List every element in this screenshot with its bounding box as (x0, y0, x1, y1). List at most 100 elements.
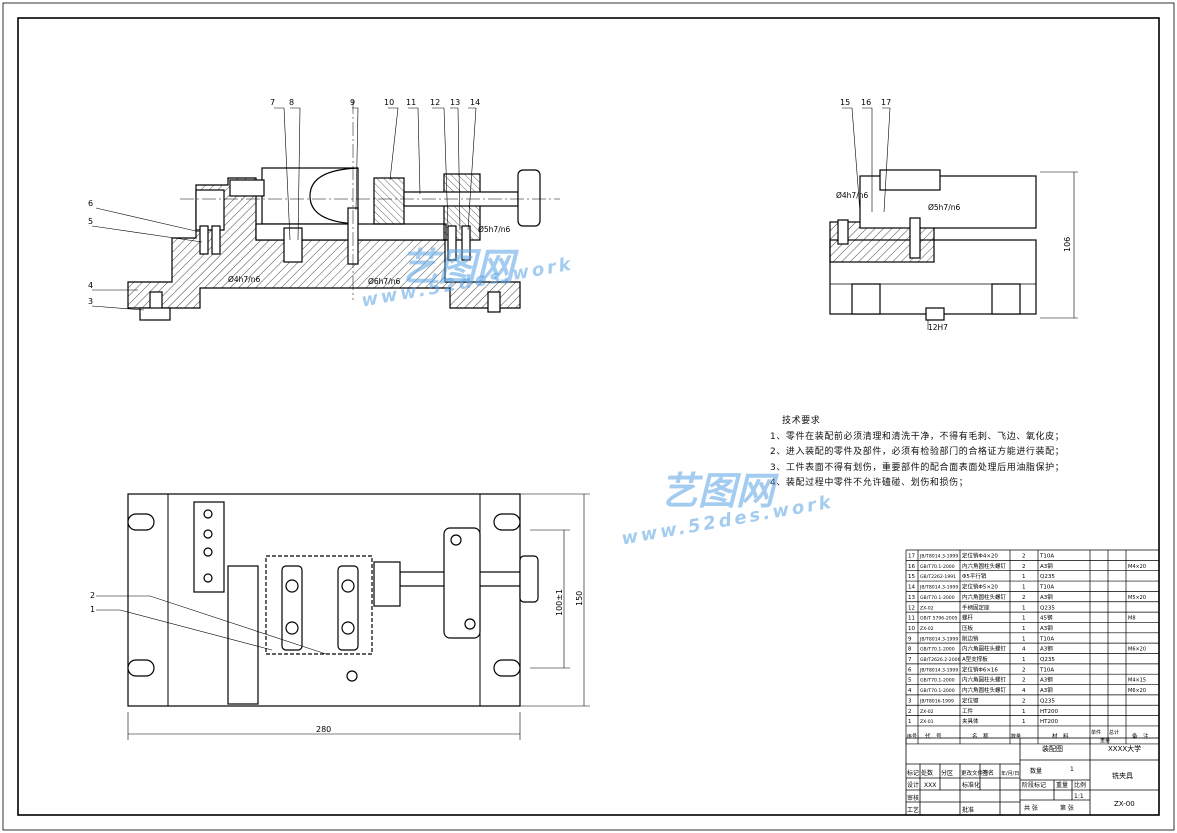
plan-locator (193, 501, 225, 593)
bom-name-1: 夹具体 (962, 717, 979, 725)
bom-qty-1: 1 (1022, 719, 1026, 725)
bom-header-total: 总计 (1109, 729, 1119, 736)
bom-mat-1: HT200 (1040, 719, 1058, 725)
requirement-2: 2、进入装配的零件及部件，必须有检验部门的合格证方能进行装配； (770, 447, 1065, 457)
bom-code-6: JB/T8014.3-1999 (919, 667, 958, 673)
bom-qty-4: 4 (1022, 688, 1026, 694)
bom-no-14: 14 (908, 585, 915, 591)
plan-view (127, 493, 539, 707)
bom-qty-9: 1 (1022, 636, 1026, 642)
bom-code-13: GB/T70.1-2000 (920, 595, 955, 601)
qty-label: 数量 (1030, 767, 1042, 775)
plan-clamp-a (281, 565, 303, 651)
sheet-of: 第 张 (1060, 804, 1074, 812)
bom-name-10: 压板 (962, 624, 974, 632)
scale-value: 1:1 (1074, 793, 1084, 800)
callout-13: 13 (450, 98, 460, 107)
bom-name-3: 定位键 (962, 696, 979, 704)
side-clamp (879, 169, 941, 191)
bom-mat-7: Q235 (1040, 657, 1055, 663)
bom-code-2: ZX-02 (920, 709, 934, 715)
bom-header-code: 代 号 (925, 732, 942, 740)
bom-mat-4: A3钢 (1040, 686, 1053, 694)
locating-pin-6 (199, 225, 209, 255)
bom-code-7: GB/T2626.2-2006 (920, 657, 961, 663)
plan-pad (373, 561, 401, 607)
side-key (925, 307, 945, 321)
clamp-pad (373, 177, 405, 225)
bom-no-5: 5 (908, 678, 912, 684)
count-label: 处数 (921, 769, 933, 777)
callout-12: 12 (430, 98, 440, 107)
plan-slot-tr (493, 513, 521, 531)
stage-label: 阶段标记 (1022, 781, 1046, 789)
bom-name-17: 定位销Φ4×20 (962, 552, 998, 560)
callout-10: 10 (384, 98, 394, 107)
set-screw-top (229, 179, 265, 197)
bom-qty-11: 1 (1022, 616, 1026, 622)
bom-code-4: GB/T70.1-2000 (920, 688, 955, 694)
bom-name-9: 削边销 (962, 634, 979, 642)
fit-side-b: Ø5h7/n6 (928, 203, 960, 212)
bom-qty-10: 1 (1022, 626, 1026, 632)
inner-border (17, 17, 1160, 816)
side-leaders (842, 107, 1078, 330)
bom-name-12: 手柄固定座 (962, 603, 990, 611)
bom-name-11: 螺杆 (962, 614, 974, 622)
callout-5: 5 (88, 217, 93, 226)
bom-code-5: GB/T70.1-2000 (920, 678, 955, 684)
callout-8: 8 (289, 98, 294, 107)
bom-no-10: 10 (908, 626, 915, 632)
front-callouts: 7 8 9 10 11 12 13 14 6 5 4 3 (88, 98, 480, 306)
callout-6: 6 (88, 199, 93, 208)
drawing-number: ZX-00 (1114, 800, 1135, 808)
plan-slot-br (493, 659, 521, 677)
callout-4: 4 (88, 281, 93, 290)
callout-3: 3 (88, 297, 93, 306)
bom-note-4: M6×20 (1128, 688, 1146, 694)
bom-name-14: 定位销Φ5×20 (962, 583, 998, 591)
side-foot-l (851, 283, 881, 315)
date-label: 年/月/日 (1001, 770, 1019, 777)
sign-label: 签名 (982, 769, 994, 777)
bom-code-14: JB/T8014.3-1999 (919, 585, 958, 591)
title-block-text: 装配图 XXXX大学 铣夹具 ZX-00 数量 1 阶段标记 重量 比例 1:1… (907, 744, 1141, 814)
callout-15: 15 (840, 98, 850, 107)
bom-qty-3: 2 (1022, 698, 1026, 704)
bom-code-16: GB/T70.1-2000 (920, 564, 955, 570)
bom-mat-12: Q235 (1040, 605, 1055, 611)
bom-name-16: 内六角圆柱头螺钉 (962, 562, 1007, 570)
bom-mat-9: T10A (1039, 636, 1054, 642)
bom-header-name: 名 称 (972, 732, 989, 740)
plan-knob (519, 555, 539, 603)
handle-knob (517, 169, 541, 227)
screw-8 (283, 227, 303, 263)
bom-name-4: 内六角圆柱头螺钉 (962, 686, 1007, 694)
watermark-brand-2: 艺图网 (660, 469, 775, 513)
bom-header-no: 序号 (907, 733, 917, 740)
bom-qty-6: 2 (1022, 667, 1026, 673)
side-foot-r (991, 283, 1021, 315)
bom-qty-17: 2 (1022, 554, 1026, 560)
bom-header-unit: 单件 (1091, 729, 1101, 736)
bom-code-8: GB/T70.1-2000 (920, 647, 955, 653)
bom-header-qty: 数量 (1011, 733, 1021, 740)
bom-name-8: 内六角圆柱头螺钉 (962, 645, 1007, 653)
plan-support (227, 565, 259, 705)
bom-mat-6: T10A (1039, 667, 1054, 673)
fit-side-a: Ø4h7/n6 (836, 191, 868, 200)
bom-no-7: 7 (908, 657, 912, 663)
plan-clamp-b (337, 565, 359, 651)
design-name: XXX (924, 782, 936, 789)
bom-mat-11: 45钢 (1040, 614, 1053, 622)
plan-slot-tl (127, 513, 155, 531)
dim-plan-height: 150 (575, 591, 584, 606)
plan-slot-bl (127, 659, 155, 677)
callout-11: 11 (406, 98, 416, 107)
design-label: 设计 (907, 781, 919, 789)
bom-qty-5: 2 (1022, 678, 1026, 684)
bom-table (905, 549, 1160, 745)
bom-no-11: 11 (908, 616, 915, 622)
bom-no-12: 12 (908, 605, 915, 611)
